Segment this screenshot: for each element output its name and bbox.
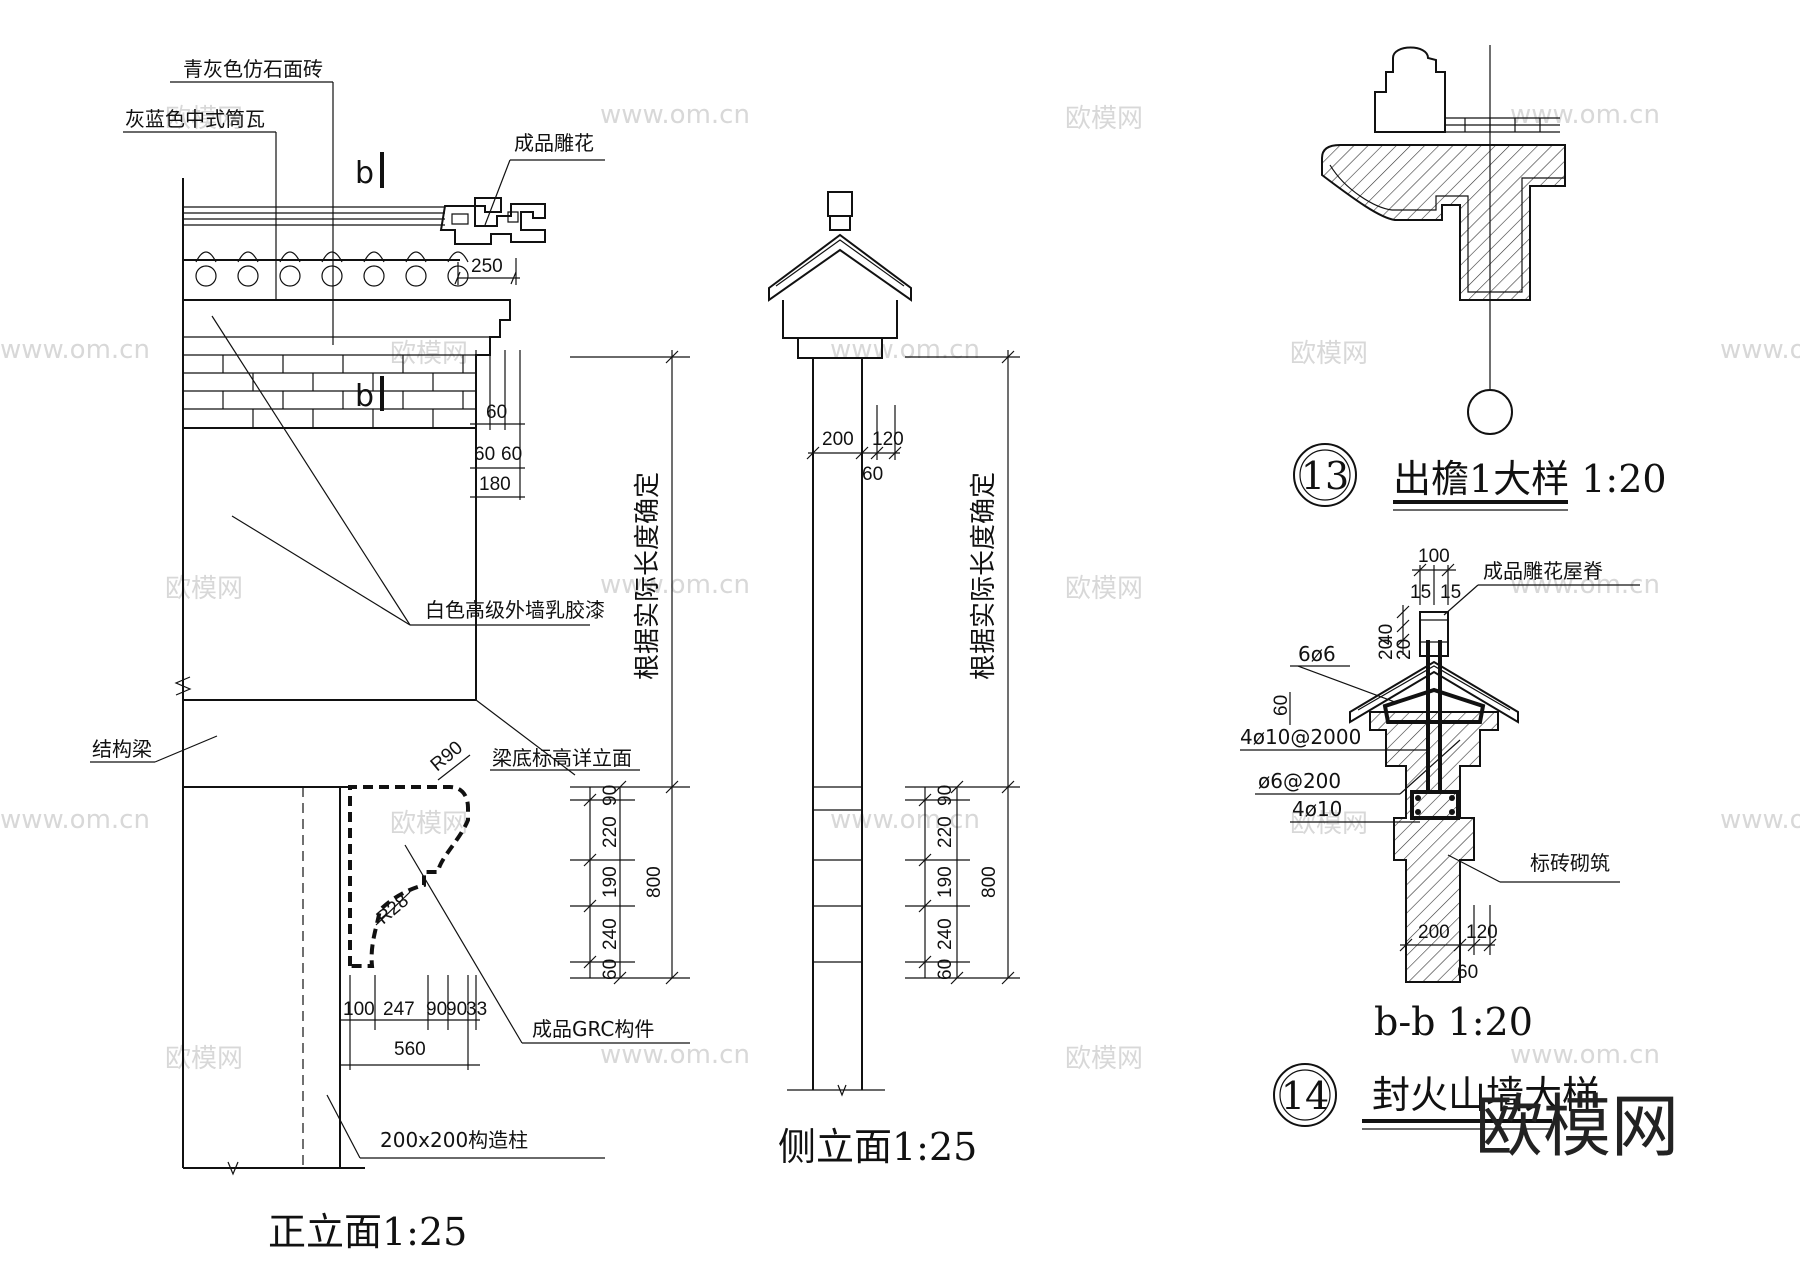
detail-14-number: 14 (1281, 1074, 1329, 1118)
dim-60b: 60 (501, 444, 522, 465)
label-beam: 结构梁 (92, 737, 152, 761)
watermark-name: 欧模网 (1290, 339, 1368, 369)
d14-label-ridge: 成品雕花屋脊 (1483, 559, 1603, 583)
watermark-site: www.om.cn (1720, 805, 1800, 835)
section-mark-b-top: b (355, 156, 374, 191)
detail-13-number-circle (1293, 443, 1357, 507)
section-mark-b-bottom: b (355, 379, 374, 414)
d14-dim-40: 40 (1376, 624, 1397, 645)
dim-250: 250 (471, 256, 503, 277)
dim-90b: 90 (446, 999, 467, 1020)
watermark-name: 欧模网 (1290, 809, 1368, 839)
watermark-site: www.om.cn (600, 1040, 750, 1070)
watermark-site: www.om.cn (1720, 335, 1800, 365)
d14-dim-15b: 15 (1440, 582, 1461, 603)
side-elevation-title: 侧立面1:25 (778, 1125, 977, 1169)
side-dim-v240: 240 (935, 918, 956, 950)
break-mark (174, 676, 192, 696)
dim-v190: 190 (600, 866, 621, 898)
dim-90a: 90 (426, 999, 447, 1020)
dim-560: 560 (394, 1039, 426, 1060)
grc-bracket-outline (348, 785, 470, 968)
watermark-layer: www.om.cn www.om.cn www.om.cn www.om.cn … (0, 100, 1800, 1074)
side-dim-v800: 800 (979, 866, 1000, 898)
brick-band (183, 336, 500, 429)
dim-33: 33 (466, 999, 487, 1020)
watermark-name: 欧模网 (390, 809, 468, 839)
detail-13-number: 13 (1301, 454, 1349, 498)
dim-r90: R90 (427, 737, 467, 775)
watermark-name: 欧模网 (390, 339, 468, 369)
detail-14-title: 封火山墙大样 (1372, 1073, 1600, 1117)
label-carving: 成品雕花 (514, 131, 594, 155)
brand-watermark: 欧模网 (1475, 1088, 1679, 1167)
watermark-site: www.om.cn (600, 100, 750, 130)
d14-dim-20b: 20 (1394, 639, 1415, 660)
watermark-site: www.om.cn (0, 335, 150, 365)
watermark-name: 欧模网 (1065, 1044, 1143, 1074)
side-dim-60: 60 (862, 464, 883, 485)
dim-v800: 800 (644, 866, 665, 898)
dim-v240: 240 (600, 918, 621, 950)
dim-v220: 220 (600, 816, 621, 848)
dim-60a: 60 (474, 444, 495, 465)
d14-label-brick: 标砖砌筑 (1530, 851, 1610, 875)
side-dim-120: 120 (872, 429, 904, 450)
dim-60-top: 60 (486, 402, 507, 423)
d14-dim-60: 60 (1271, 695, 1292, 716)
label-column: 200x200构造柱 (380, 1128, 528, 1152)
watermark-site: www.om.cn (1510, 1040, 1660, 1070)
side-dim-v190: 190 (935, 866, 956, 898)
d14-label-rebar-4-10: 4ø10 (1292, 797, 1342, 821)
watermark-site: www.om.cn (0, 805, 150, 835)
front-elevation: b b R90 R28 青灰色仿石面砖 灰蓝色中式筒瓦 成品雕花 白色高级外墙乳… (90, 57, 690, 1254)
d14-label-rebar-6: 6ø6 (1298, 642, 1336, 666)
label-stone-tile: 青灰色仿石面砖 (183, 57, 323, 81)
d14-dim-100: 100 (1418, 546, 1450, 567)
detail-14-firewall: 100 15 15 40 20 20 60 成品雕花屋脊 6ø6 4ø10@20… (1240, 546, 1640, 1130)
note-actual-length-side: 根据实际长度确定 (969, 472, 999, 680)
dim-180: 180 (479, 474, 511, 495)
detail-13-title: 出檐1大样 1:20 (1393, 457, 1667, 501)
dim-247: 247 (383, 999, 415, 1020)
firewall-section (1369, 711, 1499, 983)
watermark-site: www.om.cn (830, 335, 980, 365)
side-dim-200: 200 (822, 429, 854, 450)
watermark-site: www.om.cn (600, 570, 750, 600)
d14-dim-20a: 20 (1376, 639, 1397, 660)
detail-14-section-title: b-b 1:20 (1374, 1000, 1533, 1044)
d14-dim-15a: 15 (1410, 582, 1431, 603)
tube-tile-row (183, 251, 510, 301)
watermark-name: 欧模网 (1065, 104, 1143, 134)
detail-13-eave: 13 出檐1大样 1:20 (1293, 45, 1667, 511)
d14-label-rebar-6-200: ø6@200 (1258, 769, 1341, 793)
d14-dim-200: 200 (1418, 922, 1450, 943)
side-dim-v220: 220 (935, 816, 956, 848)
label-beam-note: 梁底标高详立面 (492, 746, 632, 770)
eave-slab-section (1321, 144, 1566, 301)
side-dim-v60: 60 (935, 959, 956, 980)
watermark-name: 欧模网 (165, 104, 243, 134)
watermark-name: 欧模网 (165, 1044, 243, 1074)
d14-dim-60b: 60 (1457, 962, 1478, 983)
d14-dim-120: 120 (1466, 922, 1498, 943)
dim-v60: 60 (600, 959, 621, 980)
note-actual-length-front: 根据实际长度确定 (633, 472, 663, 680)
watermark-name: 欧模网 (1065, 574, 1143, 604)
side-dim-v90: 90 (935, 785, 956, 806)
label-grc: 成品GRC构件 (532, 1017, 654, 1041)
label-paint: 白色高级外墙乳胶漆 (425, 598, 605, 622)
label-tube-tile: 灰蓝色中式筒瓦 (125, 107, 265, 131)
dim-v90: 90 (600, 785, 621, 806)
front-elevation-title: 正立面1:25 (268, 1210, 467, 1254)
watermark-name: 欧模网 (165, 574, 243, 604)
dim-100: 100 (343, 999, 375, 1020)
detail-14-number-circle (1273, 1063, 1337, 1127)
d14-label-rebar-4-10-2000: 4ø10@2000 (1240, 725, 1361, 749)
side-elevation: 200 120 60 根据实际长度确定 90 220 190 240 60 80… (768, 191, 1020, 1169)
